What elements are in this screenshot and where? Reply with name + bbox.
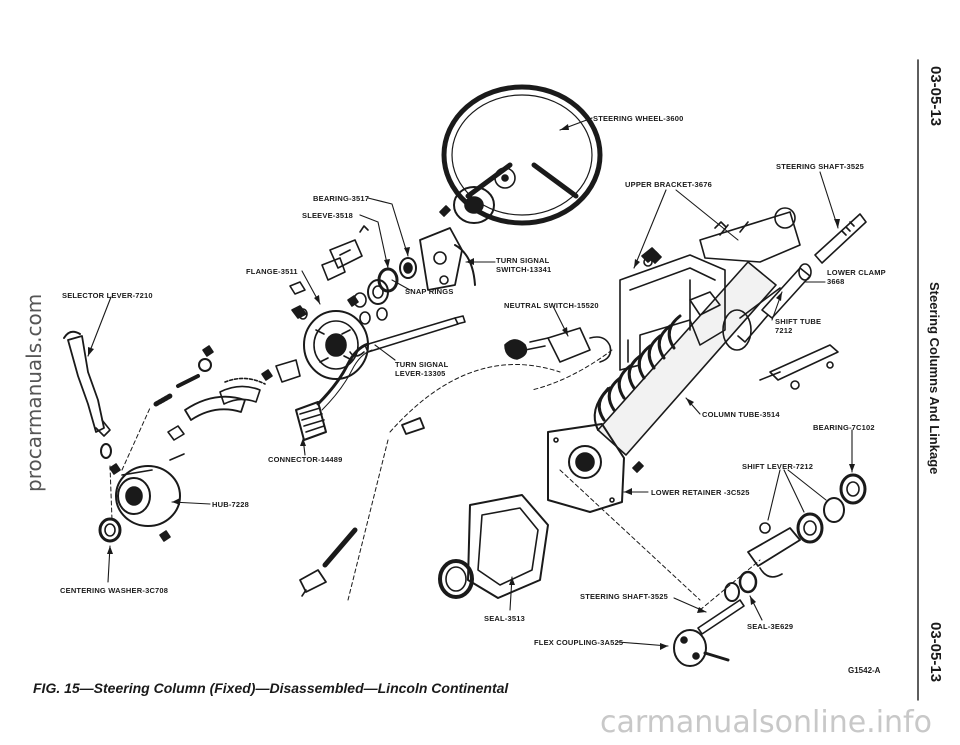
label-shift-lever: SHIFT LEVER-7212 (742, 462, 814, 471)
label-bearing-3517: BEARING-3517 (313, 194, 370, 203)
column-tube-part (593, 261, 781, 456)
steering-wheel-part (441, 84, 603, 226)
assembly-path-lines (109, 349, 761, 611)
figure-caption: FIG. 15—Steering Column (Fixed)—Disassem… (33, 680, 509, 696)
label-centering-washer: CENTERING WASHER-3C708 (60, 586, 169, 595)
watermark-bottom: carmanualsonline.info (600, 705, 932, 740)
shift-tube-part (737, 263, 812, 343)
wire-plug-part (299, 417, 425, 597)
label-lower-retainer: LOWER RETAINER -3C525 (651, 488, 750, 497)
label-hub: HUB-7228 (212, 500, 250, 509)
bearing-3517-part (399, 257, 417, 279)
hub-part (115, 465, 181, 542)
label-turn-signal-switch: TURN SIGNAL SWITCH-13341 (496, 256, 552, 274)
label-snap-rings: SNAP RINGS (405, 287, 454, 296)
watermark-left: procarmanuals.com (22, 293, 46, 492)
centering-washer-part (98, 517, 122, 543)
neutral-switch-part (504, 251, 662, 363)
label-selector-lever: SELECTOR LEVER-7210 (62, 291, 153, 300)
selector-lever-part (63, 330, 112, 459)
leader-arrowheads (88, 124, 855, 650)
label-seal-3e629: SEAL-3E629 (747, 622, 794, 631)
page-number-bottom: 03-05-13 (927, 622, 944, 683)
half-ring-parts (184, 377, 266, 421)
flange-part (291, 305, 369, 380)
steering-shaft-top-part (814, 213, 867, 264)
label-connector: CONNECTOR-14489 (268, 455, 343, 464)
label-steering-shaft-bottom: STEERING SHAFT-3525 (580, 592, 668, 601)
label-neutral-switch: NEUTRAL SWITCH-15520 (504, 301, 599, 310)
small-hardware (109, 281, 306, 475)
figure-code: G1542-A (848, 666, 881, 675)
label-steering-wheel: STEERING WHEEL-3600 (593, 114, 684, 123)
lower-clamp-part (759, 344, 839, 390)
label-flex-coupling: FLEX COUPLING-3A525 (534, 638, 624, 647)
label-column-tube: COLUMN TUBE-3514 (702, 410, 780, 419)
section-title: Steering Columns And Linkage (927, 282, 942, 475)
upper-small-parts (321, 225, 369, 307)
label-shift-tube: SHIFT TUBE 7212 (775, 317, 822, 335)
label-turn-signal-lever: TURN SIGNAL LEVER-13305 (395, 360, 449, 378)
sleeve-3518-part (367, 267, 399, 305)
connector-part (295, 342, 373, 441)
label-lower-clamp: LOWER CLAMP 3668 (827, 268, 886, 286)
label-upper-bracket: UPPER BRACKET-3676 (625, 180, 712, 189)
page-number-top: 03-05-13 (927, 66, 944, 127)
lower-retainer-part (547, 423, 644, 513)
shift-lever-part (747, 497, 845, 578)
bearing-7c102-part (839, 473, 867, 505)
label-seal-3513: SEAL-3513 (484, 614, 525, 623)
label-bearing-7c102: BEARING-7C102 (813, 423, 875, 432)
label-sleeve: SLEEVE-3518 (302, 211, 353, 220)
steering-shaft-bottom-part (697, 599, 745, 635)
seal-3513-part (438, 494, 549, 599)
label-steering-shaft-top: STEERING SHAFT-3525 (776, 162, 864, 171)
turn-signal-lever-part (349, 315, 466, 357)
snap-rings-part (353, 292, 388, 325)
label-flange: FLANGE-3511 (246, 267, 298, 276)
flex-coupling-part (673, 629, 730, 667)
turn-signal-switch-part (419, 205, 476, 291)
